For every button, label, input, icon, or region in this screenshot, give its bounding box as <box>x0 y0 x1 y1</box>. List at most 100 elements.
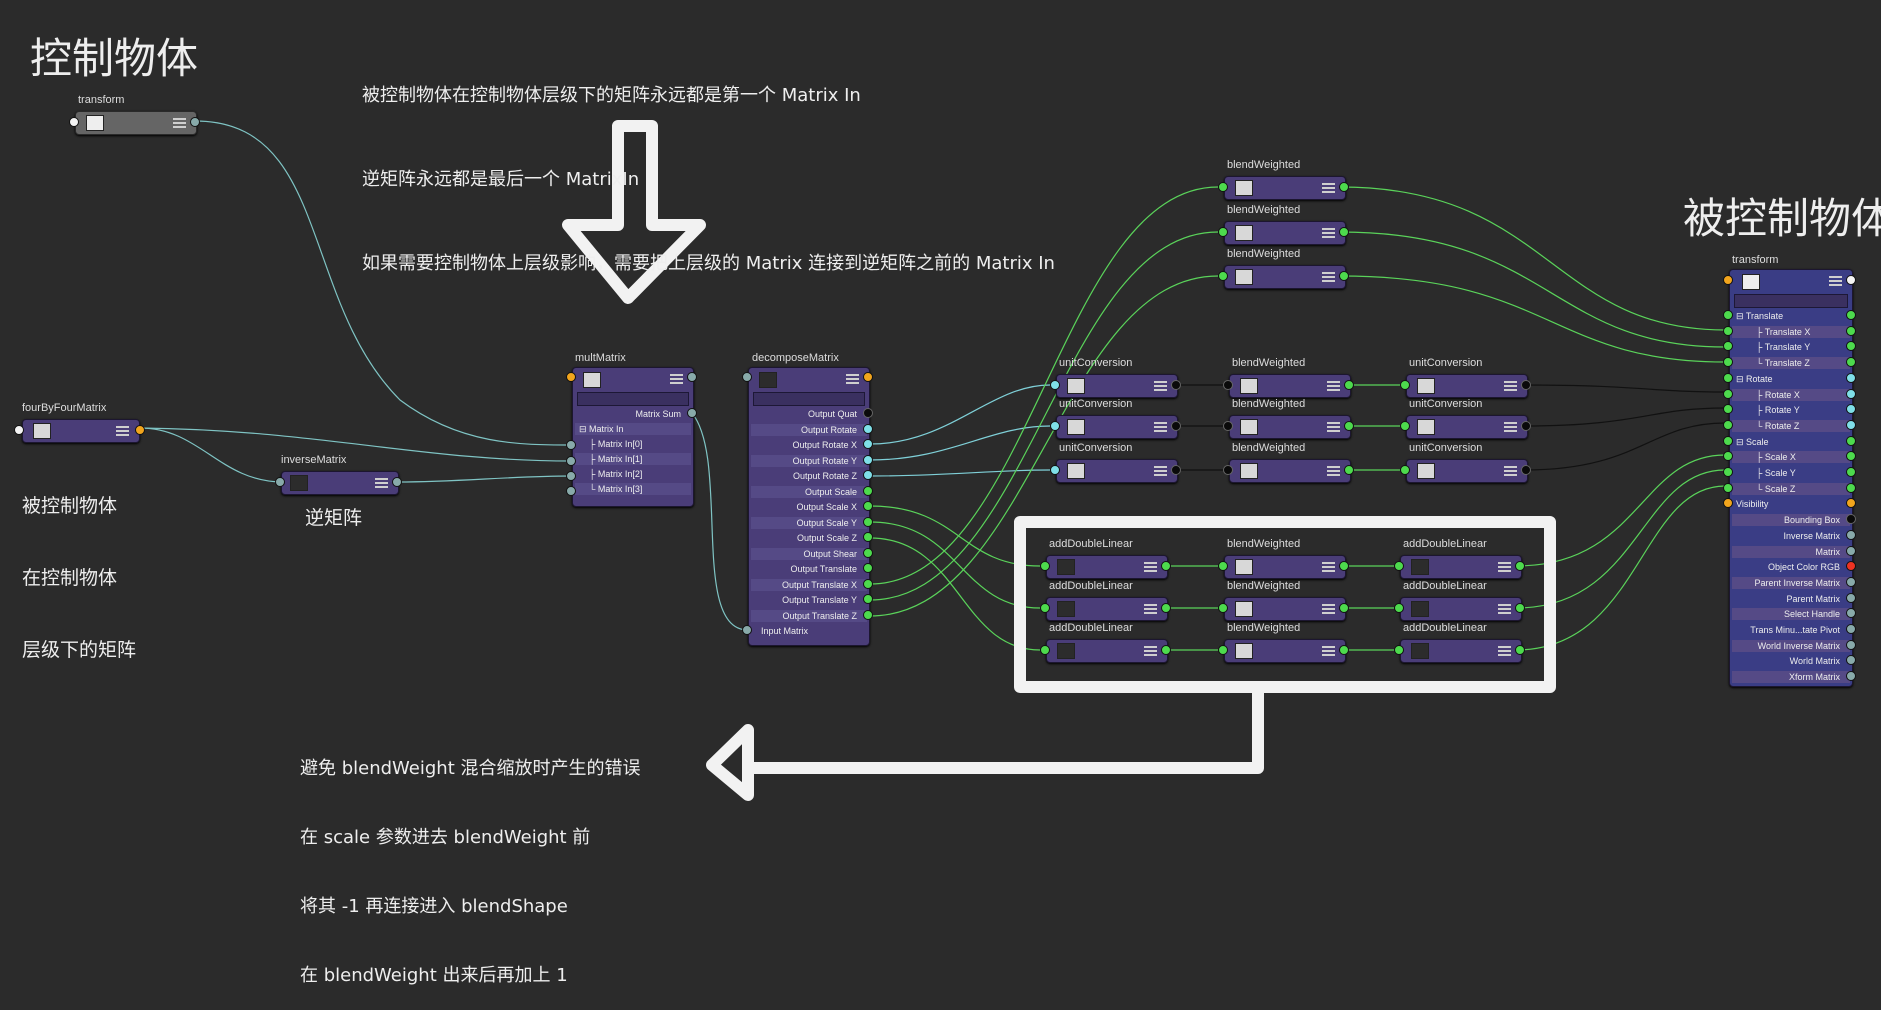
output-port[interactable] <box>1171 380 1181 390</box>
menu-icon[interactable] <box>1322 272 1335 283</box>
menu-icon[interactable] <box>1327 466 1340 477</box>
unit-conversion-node[interactable] <box>1056 374 1178 398</box>
blend-weighted-node[interactable] <box>1224 639 1346 663</box>
add-double-linear-node[interactable] <box>1400 597 1522 621</box>
blend-weighted-node[interactable] <box>1224 265 1346 289</box>
attr-output-port[interactable] <box>1846 325 1856 336</box>
input-port[interactable] <box>1723 275 1733 285</box>
add-double-linear-node[interactable] <box>1046 639 1168 663</box>
multmatrix-node[interactable]: Matrix Sum ⊟ Matrix In ├ Matrix In[0] ├ … <box>572 367 694 507</box>
add-double-linear-node[interactable] <box>1046 597 1168 621</box>
attr-input-port[interactable] <box>1723 310 1733 320</box>
menu-icon[interactable] <box>375 478 388 489</box>
menu-icon[interactable] <box>1322 646 1335 657</box>
input-port[interactable] <box>1394 561 1404 571</box>
attr-input-port[interactable] <box>1723 388 1733 399</box>
menu-icon[interactable] <box>116 426 129 437</box>
output-port[interactable] <box>1515 603 1525 613</box>
input-port[interactable] <box>742 372 752 382</box>
attr-output-port[interactable] <box>1846 671 1856 682</box>
input-port[interactable] <box>1400 380 1410 390</box>
output-port[interactable] <box>1521 380 1531 390</box>
output-port[interactable] <box>1515 561 1525 571</box>
output-port[interactable] <box>1846 275 1856 285</box>
unit-conversion-node[interactable] <box>1406 415 1528 439</box>
attr-input-port[interactable] <box>1723 498 1733 509</box>
menu-icon[interactable] <box>1327 381 1340 392</box>
input-port[interactable] <box>1040 603 1050 613</box>
menu-icon[interactable] <box>1327 422 1340 433</box>
attr-input-port[interactable] <box>1723 482 1733 493</box>
blend-weighted-node[interactable] <box>1229 459 1351 483</box>
input-port[interactable] <box>1040 645 1050 655</box>
attr-output-port[interactable] <box>1846 467 1856 477</box>
output-port[interactable] <box>1339 645 1349 655</box>
menu-icon[interactable] <box>1322 562 1335 573</box>
input-port[interactable] <box>1223 421 1233 431</box>
attr-output-port[interactable] <box>1846 388 1856 399</box>
unit-conversion-node[interactable] <box>1056 459 1178 483</box>
search-field[interactable] <box>577 392 689 406</box>
input-port[interactable] <box>1040 561 1050 571</box>
menu-icon[interactable] <box>1322 183 1335 194</box>
attr-port[interactable] <box>863 501 873 511</box>
attr-port[interactable] <box>863 532 873 542</box>
input-port[interactable] <box>275 477 285 487</box>
attr-output-port[interactable] <box>1846 451 1856 462</box>
input-port[interactable] <box>1223 465 1233 475</box>
input-port[interactable] <box>1218 561 1228 571</box>
output-port[interactable] <box>1161 603 1171 613</box>
control-transform-node[interactable] <box>75 111 197 135</box>
attr-input-port[interactable] <box>1723 419 1733 430</box>
output-port[interactable] <box>1339 227 1349 237</box>
menu-icon[interactable] <box>1498 646 1511 657</box>
input-port[interactable] <box>566 372 576 382</box>
matrix-in-3-port[interactable] <box>566 486 576 496</box>
menu-icon[interactable] <box>1154 422 1167 433</box>
unit-conversion-node[interactable] <box>1056 415 1178 439</box>
menu-icon[interactable] <box>1504 381 1517 392</box>
attr-port[interactable] <box>742 625 752 635</box>
menu-icon[interactable] <box>846 374 859 385</box>
output-port[interactable] <box>1344 380 1354 390</box>
collapse-icon[interactable]: ⊟ <box>1736 436 1747 447</box>
attr-port[interactable] <box>863 454 873 465</box>
output-port[interactable] <box>1515 645 1525 655</box>
output-port[interactable] <box>1521 465 1531 475</box>
attr-output-port[interactable] <box>1846 419 1856 430</box>
attr-port[interactable] <box>863 609 873 620</box>
output-port[interactable] <box>1339 182 1349 192</box>
attr-port[interactable] <box>863 578 873 589</box>
input-port[interactable] <box>1400 465 1410 475</box>
search-field[interactable] <box>753 392 865 406</box>
attr-output-port[interactable] <box>1846 435 1856 446</box>
menu-icon[interactable] <box>1498 562 1511 573</box>
attr-port[interactable] <box>863 547 873 558</box>
attr-output-port[interactable] <box>1846 545 1856 556</box>
input-port[interactable] <box>1394 603 1404 613</box>
attr-output-port[interactable] <box>1846 404 1856 415</box>
menu-icon[interactable] <box>1154 466 1167 477</box>
output-port[interactable] <box>1339 561 1349 571</box>
menu-icon[interactable] <box>670 374 683 385</box>
blend-weighted-node[interactable] <box>1224 555 1346 579</box>
output-port[interactable] <box>1521 421 1531 431</box>
attr-input-port[interactable] <box>1723 435 1733 446</box>
input-port[interactable] <box>1218 645 1228 655</box>
matrix-sum-port[interactable] <box>687 408 697 418</box>
input-port[interactable] <box>1218 227 1228 237</box>
output-port[interactable] <box>1339 271 1349 281</box>
add-double-linear-node[interactable] <box>1400 639 1522 663</box>
blend-weighted-node[interactable] <box>1224 221 1346 245</box>
blend-weighted-node[interactable] <box>1229 374 1351 398</box>
attr-input-port[interactable] <box>1723 451 1733 462</box>
search-field[interactable] <box>1734 294 1848 308</box>
attr-input-port[interactable] <box>1723 404 1733 415</box>
input-port[interactable] <box>1218 603 1228 613</box>
inverse-matrix-node[interactable] <box>281 471 399 495</box>
input-port[interactable] <box>14 425 24 435</box>
output-port[interactable] <box>1171 465 1181 475</box>
attr-output-port[interactable] <box>1846 482 1856 493</box>
attr-output-port[interactable] <box>1846 639 1856 650</box>
output-port[interactable] <box>1344 421 1354 431</box>
